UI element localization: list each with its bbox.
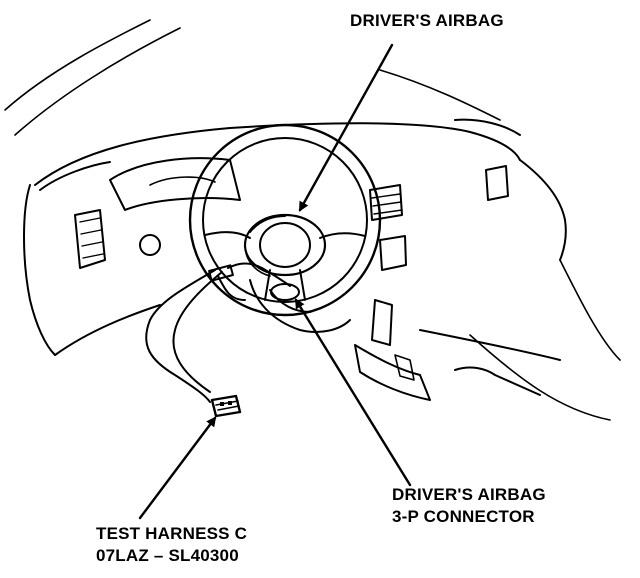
callout-arrows: [138, 43, 412, 520]
arrow-to-harness: [138, 416, 217, 520]
harness-connector: [210, 394, 242, 418]
instrument-cluster: [109, 157, 241, 211]
airbag-module: [243, 213, 327, 277]
dashboard-outline: [23, 118, 621, 421]
harness-label-line1: TEST HARNESS C: [96, 524, 248, 543]
windshield-lines: [4, 19, 501, 136]
arrow-to-connector: [294, 298, 412, 487]
arrow-to-airbag: [298, 43, 394, 212]
harness-label-line2: 07LAZ – SL40300: [96, 546, 239, 565]
connector-label-line2: 3-P CONNECTOR: [392, 507, 535, 526]
left-air-vent: [74, 209, 161, 269]
gear-shifter: [354, 299, 541, 401]
steering-wheel: [188, 123, 382, 317]
center-air-vents: [369, 165, 509, 271]
connector-label-line1: DRIVER'S AIRBAG: [392, 485, 546, 504]
drivers-airbag-label: DRIVER'S AIRBAG: [350, 11, 504, 30]
steering-column: [249, 279, 351, 333]
test-harness-cables: [145, 262, 291, 403]
